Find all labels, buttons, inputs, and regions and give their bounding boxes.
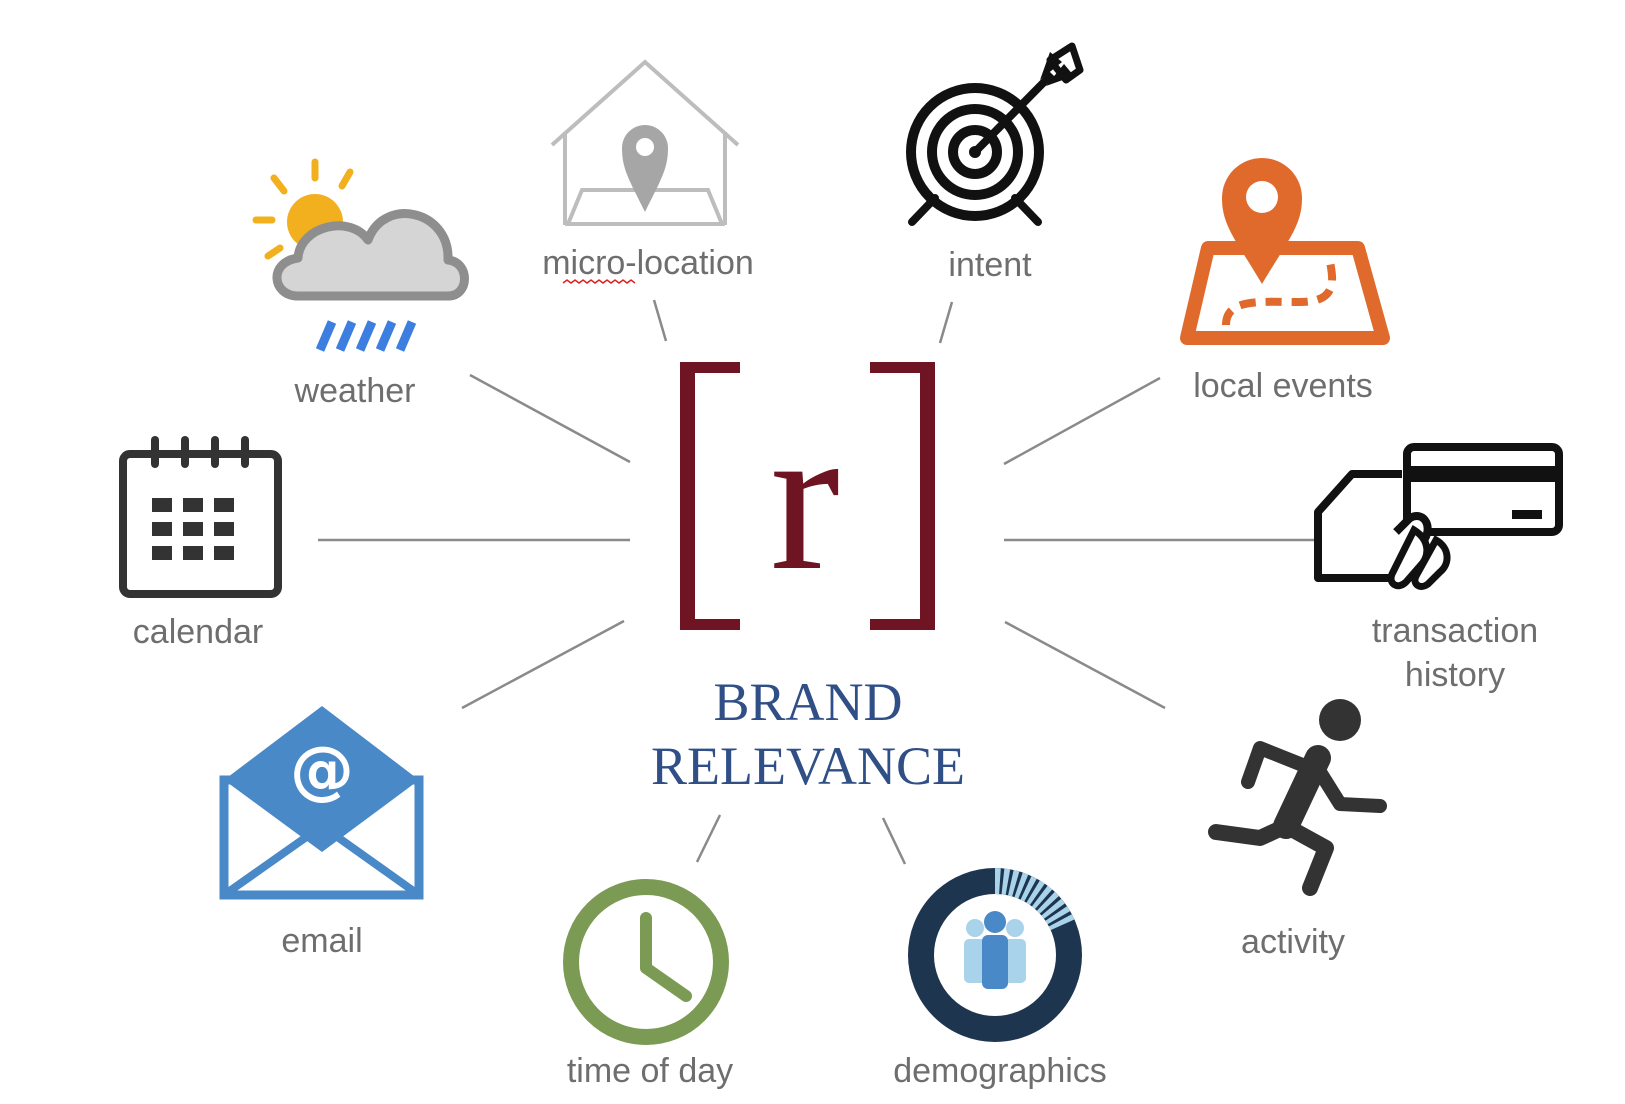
logo-letter: r [770,382,840,614]
connector-activity [1004,620,1166,710]
email-node: @ email [219,706,424,960]
transaction-label-line1: transaction [1372,612,1538,650]
transaction-history-node: transaction history [1314,443,1563,694]
micro-location-label: micro-location [542,244,754,282]
map-pin-route-icon [1180,157,1390,345]
local-events-node: local events [1180,157,1390,405]
activity-node: activity [1208,699,1387,961]
right-bracket [870,362,935,630]
calendar-node: calendar [119,436,282,651]
calendar-label: calendar [133,613,263,651]
brand-logo: r [680,362,935,630]
left-bracket [680,362,740,630]
connector-weather [469,373,631,464]
spellcheck-underline [562,279,636,284]
clock-icon [563,879,729,1045]
email-label: email [281,922,362,960]
activity-label: activity [1241,923,1345,961]
connector-demographics [881,817,907,865]
calendar-icon [119,436,282,598]
intent-label: intent [948,246,1032,284]
weather-node: weather [252,158,469,410]
svg-text:@: @ [290,734,354,808]
connector-lines [318,299,1315,865]
connector-intent [938,301,954,344]
transaction-label-line2: history [1405,656,1505,694]
brand-title-line2: RELEVANCE [651,736,965,796]
connector-time-of-day [695,814,722,863]
envelope-at-icon: @ [219,706,424,900]
demographics-node: demographics [893,868,1107,1090]
weather-label: weather [294,372,416,410]
micro-location-node: micro-location [542,59,754,284]
house-pin-icon [550,59,740,226]
connector-local-events [1003,376,1161,466]
connector-email [461,619,625,710]
connector-micro-location [652,299,668,342]
hand-card-icon [1314,443,1563,590]
local-events-label: local events [1193,367,1373,405]
time-of-day-label: time of day [567,1052,733,1090]
brand-title-line1: BRAND [713,672,902,732]
cloud-sun-rain-icon [252,158,469,352]
time-of-day-node: time of day [563,879,733,1090]
target-arrow-icon [906,42,1084,226]
people-donut-icon [908,868,1082,1042]
running-person-icon [1208,699,1387,896]
demographics-label: demographics [893,1052,1107,1090]
intent-node: intent [906,42,1084,284]
